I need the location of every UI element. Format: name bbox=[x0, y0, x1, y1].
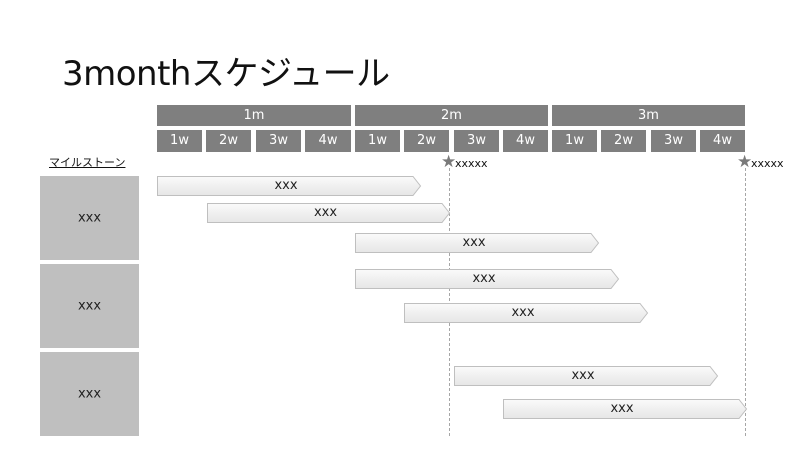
task-bar: xxx bbox=[404, 303, 649, 323]
task-label: xxx bbox=[274, 178, 298, 193]
task-arrow-shape bbox=[355, 233, 600, 253]
task-arrow-polygon bbox=[454, 366, 719, 386]
group-box: xxx bbox=[40, 352, 139, 436]
task-label: xxx bbox=[511, 305, 535, 320]
task-arrow-shape bbox=[454, 366, 719, 386]
week-header: 4w bbox=[305, 130, 351, 152]
week-header: 3w bbox=[454, 130, 499, 152]
month-header-3: 3m bbox=[552, 105, 745, 126]
task-arrow-polygon bbox=[503, 399, 748, 419]
week-header: 4w bbox=[700, 130, 745, 152]
week-header: 2w bbox=[206, 130, 251, 152]
week-header: 2w bbox=[601, 130, 646, 152]
star-icon: ★ bbox=[737, 152, 753, 172]
task-arrow-shape bbox=[157, 176, 422, 196]
task-arrow-polygon bbox=[207, 203, 451, 223]
group-label: xxx bbox=[77, 298, 102, 314]
milestone-label: xxxxx bbox=[751, 157, 784, 170]
page-title: 3monthスケジュール bbox=[62, 54, 390, 94]
task-bar: xxx bbox=[355, 269, 620, 289]
group-box: xxx bbox=[40, 176, 139, 260]
task-arrow-shape bbox=[503, 399, 748, 419]
milestone-label: xxxxx bbox=[455, 157, 488, 170]
week-header: 1w bbox=[157, 130, 202, 152]
group-box: xxx bbox=[40, 264, 139, 348]
task-bar: xxx bbox=[207, 203, 451, 223]
month-header-2: 2m bbox=[355, 105, 548, 126]
week-header: 4w bbox=[503, 130, 548, 152]
group-label: xxx bbox=[77, 386, 102, 402]
task-arrow-shape bbox=[404, 303, 649, 323]
task-label: xxx bbox=[472, 271, 496, 286]
task-arrow-shape bbox=[355, 269, 620, 289]
task-label: xxx bbox=[571, 368, 595, 383]
week-header: 3w bbox=[651, 130, 696, 152]
group-label: xxx bbox=[77, 210, 102, 226]
milestone-guide-line bbox=[449, 168, 450, 436]
task-arrow-shape bbox=[207, 203, 451, 223]
task-label: xxx bbox=[313, 205, 338, 220]
task-label: xxx bbox=[610, 401, 634, 416]
week-header: 2w bbox=[404, 130, 449, 152]
task-bar: xxx bbox=[157, 176, 422, 196]
task-label: xxx bbox=[462, 235, 486, 250]
star-icon: ★ bbox=[441, 152, 457, 172]
week-header: 1w bbox=[552, 130, 597, 152]
task-bar: xxx bbox=[454, 366, 719, 386]
task-arrow-polygon bbox=[404, 303, 649, 323]
task-bar: xxx bbox=[355, 233, 600, 253]
month-header-1: 1m bbox=[157, 105, 351, 126]
task-bar: xxx bbox=[503, 399, 748, 419]
week-header: 1w bbox=[355, 130, 400, 152]
week-header: 3w bbox=[256, 130, 301, 152]
milestone-row-label: マイルストーン bbox=[49, 156, 126, 169]
task-arrow-polygon bbox=[355, 233, 600, 253]
task-arrow-polygon bbox=[157, 176, 422, 196]
task-arrow-polygon bbox=[355, 269, 620, 289]
milestone-guide-line bbox=[745, 168, 746, 436]
